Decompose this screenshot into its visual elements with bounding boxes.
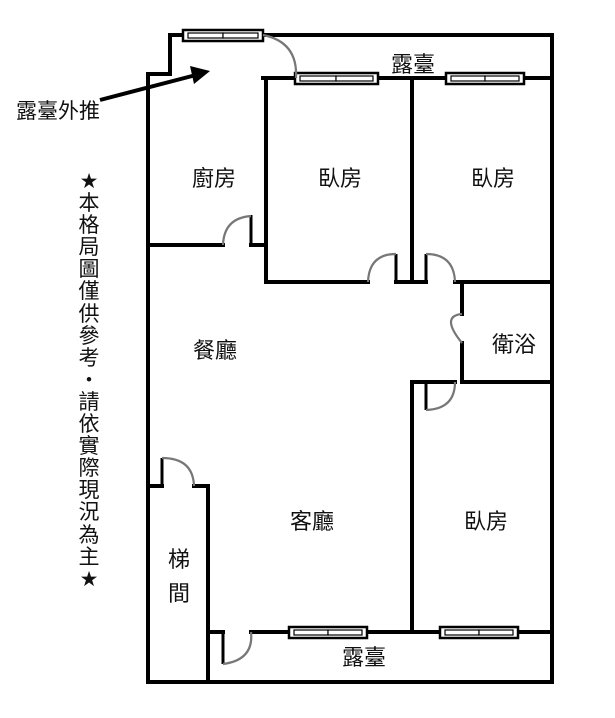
room-label-bedroom-top-right: 臥房 <box>471 167 515 192</box>
disclaimer-char: 請 <box>78 389 100 414</box>
disclaimer-char: 格 <box>78 213 100 238</box>
balcony-push-out-label: 露臺外推 <box>16 99 100 123</box>
disclaimer-note: ★本格局圖僅供參考・請依實際現況為主★ <box>78 170 100 590</box>
door-bedroom-bottom <box>424 381 457 412</box>
disclaimer-char: 況 <box>78 500 100 525</box>
disclaimer-char: 依 <box>78 412 100 437</box>
window-bedroom-right <box>444 71 526 86</box>
disclaimer-char: ・ <box>78 367 100 392</box>
room-label-bedroom-bottom: 臥房 <box>464 510 508 535</box>
disclaimer-char: 現 <box>78 478 100 503</box>
exterior-walls <box>146 33 554 684</box>
disclaimer-char: 局 <box>78 235 100 260</box>
door-kitchen <box>221 214 253 246</box>
windows <box>181 28 526 640</box>
window-bedroom-bottom <box>438 625 520 640</box>
window-living <box>287 625 369 640</box>
room-label-living: 客廳 <box>290 510 334 535</box>
interior-walls <box>146 76 554 684</box>
window-top-balcony <box>181 28 265 43</box>
door-bedroom-right <box>424 252 457 283</box>
room-label-dining: 餐廳 <box>193 339 237 364</box>
room-label-stairs-1: 梯 <box>168 548 190 573</box>
disclaimer-char: 實 <box>78 434 100 459</box>
door-living-balcony <box>221 631 253 666</box>
disclaimer-char: 僅 <box>78 279 100 304</box>
window-bedroom-left <box>293 71 380 86</box>
arrow-icon <box>99 66 210 102</box>
door-bathroom <box>449 312 463 344</box>
door-balcony-top <box>262 33 298 79</box>
room-label-bathroom: 衛浴 <box>492 333 536 358</box>
disclaimer-char: 為 <box>78 522 100 547</box>
disclaimer-char: 供 <box>78 301 100 326</box>
room-label-balcony-bottom: 露臺 <box>342 646 386 671</box>
room-label-kitchen: 廚房 <box>192 167 236 192</box>
disclaimer-char: 主 <box>78 544 100 569</box>
doors <box>160 33 463 666</box>
disclaimer-char: 考 <box>78 345 100 370</box>
disclaimer-char: ★ <box>79 169 99 193</box>
door-bedroom-left <box>366 252 398 283</box>
disclaimer-char: 際 <box>78 456 100 481</box>
disclaimer-char: 圖 <box>78 257 100 282</box>
room-label-balcony-top: 露臺 <box>391 53 435 78</box>
room-label-stairs-2: 間 <box>168 582 190 607</box>
disclaimer-char: 參 <box>78 323 100 348</box>
disclaimer-char: 本 <box>78 191 100 216</box>
disclaimer-char: ★ <box>79 566 99 591</box>
room-label-bedroom-top-left: 臥房 <box>318 167 362 192</box>
door-stairs <box>160 456 196 487</box>
